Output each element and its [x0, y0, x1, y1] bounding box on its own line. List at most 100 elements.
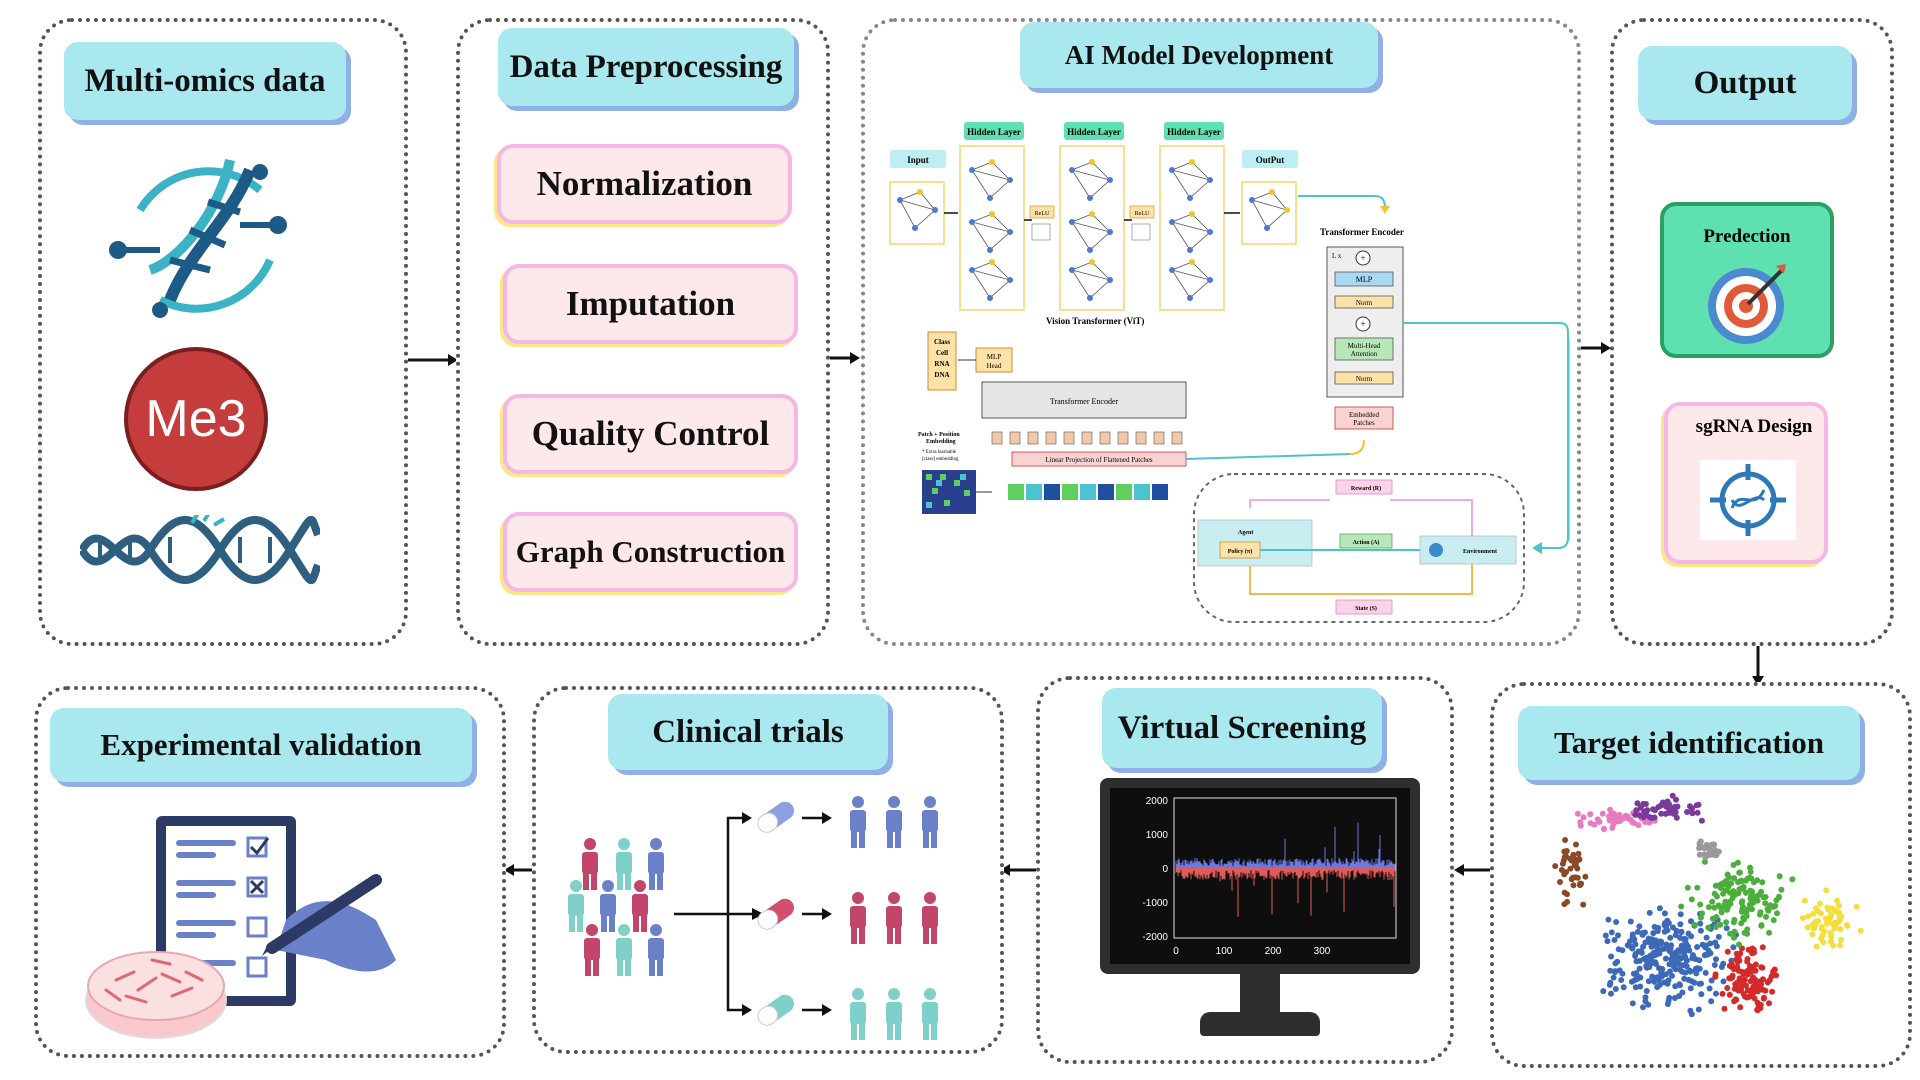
scatter-point — [1834, 897, 1840, 904]
scatter-point — [1732, 996, 1739, 1003]
scatter-point — [1642, 801, 1649, 807]
scatter-point — [1697, 838, 1704, 845]
scatter-point — [1766, 1000, 1772, 1007]
arrow-right-icon — [830, 352, 860, 364]
scatter-point — [1608, 990, 1614, 997]
step-imputation: Imputation — [503, 264, 798, 344]
scatter-point — [1608, 929, 1615, 936]
scatter-point — [1748, 875, 1755, 882]
scatter-point — [1731, 985, 1738, 992]
dna-circle-icon — [109, 158, 287, 318]
scatter-point — [1677, 921, 1684, 928]
scatter-point — [1673, 814, 1680, 821]
scatter-point — [1619, 947, 1626, 954]
scatter-point — [1580, 814, 1587, 821]
scatter-point — [1678, 929, 1685, 936]
scatter-point — [1666, 807, 1673, 814]
scatter-point — [1632, 811, 1639, 818]
mlp-hidden-label-2: Hidden Layer — [1067, 127, 1121, 137]
scatter-point — [1762, 900, 1769, 907]
scatter-point — [1694, 809, 1701, 816]
scatter-point — [1754, 999, 1761, 1006]
scatter-point — [1837, 942, 1843, 949]
scatter-point — [1759, 964, 1766, 971]
scatter-point — [1604, 938, 1611, 945]
scatter-point — [1606, 817, 1613, 824]
scatter-point — [1657, 940, 1664, 947]
svg-text:+: + — [1360, 319, 1365, 329]
scatter-point — [1562, 837, 1569, 843]
scatter-point — [1750, 983, 1757, 990]
scatter-point — [1836, 914, 1843, 921]
scatter-point — [1617, 817, 1624, 824]
scatter-point — [1688, 896, 1695, 903]
scatter-point — [1664, 1001, 1671, 1007]
scatter-point — [1664, 917, 1671, 924]
scatter-point — [1837, 926, 1844, 933]
y-tick-neg2000: -2000 — [1142, 932, 1168, 943]
class-box-1: Class — [934, 338, 950, 346]
scatter-point — [1713, 943, 1720, 950]
scatter-point — [1587, 811, 1594, 818]
mlp-head-1: MLP — [987, 353, 1002, 361]
scatter-point — [1818, 910, 1825, 917]
scatter-point — [1747, 963, 1753, 969]
encoder-mlp: MLP — [1356, 275, 1373, 284]
scatter-point — [1642, 819, 1649, 825]
encoder-norm-2: Norm — [1356, 375, 1373, 383]
scatter-point — [1636, 923, 1643, 930]
x-tick-0: 0 — [1173, 946, 1179, 957]
scatter-point — [1622, 814, 1629, 821]
scatter-point — [1718, 905, 1724, 911]
scatter-point — [1608, 953, 1615, 960]
scatter-point — [1747, 864, 1753, 871]
encoder-block-title: Transformer Encoder — [1320, 227, 1404, 237]
scatter-point — [1723, 878, 1730, 885]
scatter-point — [1656, 981, 1663, 988]
scatter-point — [1762, 987, 1769, 994]
scatter-point — [1662, 945, 1669, 952]
scatter-point — [1738, 986, 1745, 993]
scatter-point — [1775, 894, 1782, 901]
dna-strand-icon — [80, 515, 320, 585]
scatter-point — [1707, 950, 1714, 957]
encoder-lx: L x — [1332, 252, 1342, 260]
svg-text:+: + — [1360, 253, 1365, 263]
scatter-point — [1801, 897, 1808, 904]
scatter-point — [1712, 973, 1719, 980]
scatter-point — [1771, 966, 1778, 973]
scatter-point — [1605, 916, 1612, 923]
scatter-point — [1698, 991, 1705, 998]
scatter-point — [1633, 958, 1640, 965]
prediction-label: Predection — [1703, 226, 1791, 247]
scatter-point — [1736, 957, 1743, 964]
scatter-point — [1680, 954, 1687, 961]
scatter-point — [1632, 953, 1639, 959]
scatter-point — [1629, 1000, 1636, 1007]
scatter-point — [1828, 911, 1835, 918]
scatter-point — [1723, 925, 1730, 932]
crowd-icon — [568, 838, 664, 976]
scatter-point — [1764, 979, 1771, 986]
scatter-point — [1662, 955, 1669, 962]
scatter-point — [1744, 958, 1751, 965]
scatter-point — [1596, 818, 1603, 825]
scatter-point — [1645, 978, 1652, 985]
scatter-point — [1702, 851, 1709, 858]
scatter-point — [1805, 913, 1812, 920]
scatter-point — [1723, 919, 1730, 926]
scatter-point — [1747, 887, 1754, 894]
y-tick-neg1000: -1000 — [1142, 898, 1168, 909]
scatter-point — [1817, 900, 1823, 907]
scatter-point — [1651, 978, 1658, 985]
arrow-right-icon — [408, 354, 458, 366]
scatter-point — [1612, 986, 1619, 992]
scatter-point — [1721, 1005, 1728, 1012]
target-icon — [1708, 264, 1786, 344]
scatter-point — [1658, 810, 1665, 817]
scatter-point — [1646, 909, 1653, 916]
scatter-point — [1656, 905, 1663, 912]
scatter-point — [1743, 994, 1750, 1001]
scatter-point — [1703, 934, 1710, 941]
scatter-point — [1659, 966, 1666, 972]
